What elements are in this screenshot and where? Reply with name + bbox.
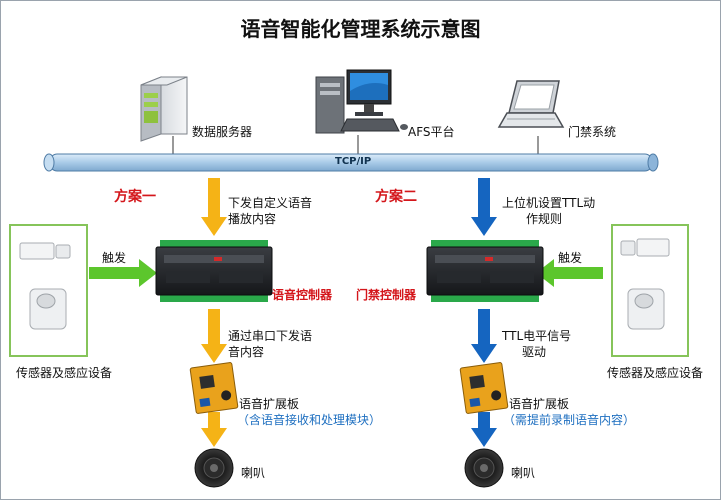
tcpip-label: TCP/IP	[335, 156, 372, 167]
download-arrow-two	[471, 178, 497, 236]
voice-board-label-right: 语音扩展板	[509, 397, 570, 411]
speaker-icon-right	[464, 448, 504, 488]
serial-note-line2: 音内容	[228, 345, 265, 359]
scheme-two-label: 方案二	[375, 189, 417, 205]
speaker-arrow-two	[471, 412, 497, 447]
pir-sensor-icon-right	[627, 288, 665, 330]
sensors-label-left: 传感器及感应设备	[16, 366, 113, 380]
trigger-arrow-left	[89, 259, 157, 287]
download-note-one-line1: 下发自定义语音	[228, 196, 313, 210]
voice-board-label: 语音扩展板	[239, 397, 300, 411]
trigger-arrow-right	[536, 259, 603, 287]
download-note-one-line2: 播放内容	[228, 212, 277, 226]
door-sensor-icon	[19, 242, 71, 260]
speaker-label-left: 喇叭	[241, 466, 266, 480]
scheme-one-label: 方案一	[114, 189, 156, 205]
server-tower-icon	[140, 76, 188, 142]
voice-controller-label: 语音控制器	[272, 288, 333, 302]
voice-controller-icon	[155, 240, 273, 302]
voice-board-icon-right	[459, 362, 509, 414]
ttl-arrow-two	[471, 309, 497, 363]
data-server-label: 数据服务器	[192, 125, 253, 139]
tcpip-bus	[43, 153, 659, 172]
voice-board-icon	[189, 362, 239, 414]
serial-arrow-one	[201, 309, 227, 363]
laptop-icon	[497, 80, 565, 128]
speaker-arrow-one	[201, 412, 227, 447]
trigger-label-right: 触发	[558, 251, 583, 265]
access-controller-label: 门禁控制器	[356, 288, 417, 302]
speaker-label-right: 喇叭	[511, 466, 536, 480]
voice-board-note-right: （需提前录制语音内容）	[503, 413, 636, 427]
download-note-two-line2: 作规则	[526, 212, 563, 226]
ttl-note-line2: 驱动	[522, 345, 547, 359]
download-note-two-line1: 上位机设置TTL动	[502, 196, 596, 210]
serial-note-line1: 通过串口下发语	[228, 329, 313, 343]
download-arrow-one	[201, 178, 227, 236]
access-controller-icon	[426, 240, 544, 302]
voice-board-note: （含语音接收和处理模块）	[237, 413, 382, 427]
sensors-label-right: 传感器及感应设备	[607, 366, 704, 380]
diagram-title: 语音智能化管理系统示意图	[240, 17, 481, 41]
access-control-system-label: 门禁系统	[568, 125, 617, 139]
pir-sensor-icon	[29, 288, 67, 330]
speaker-icon	[194, 448, 234, 488]
door-sensor-icon-right	[620, 238, 670, 257]
trigger-label-left: 触发	[102, 251, 127, 265]
ttl-note-line1: TTL电平信号	[502, 329, 572, 343]
desktop-pc-icon	[315, 69, 408, 134]
afs-platform-label: AFS平台	[408, 125, 455, 139]
